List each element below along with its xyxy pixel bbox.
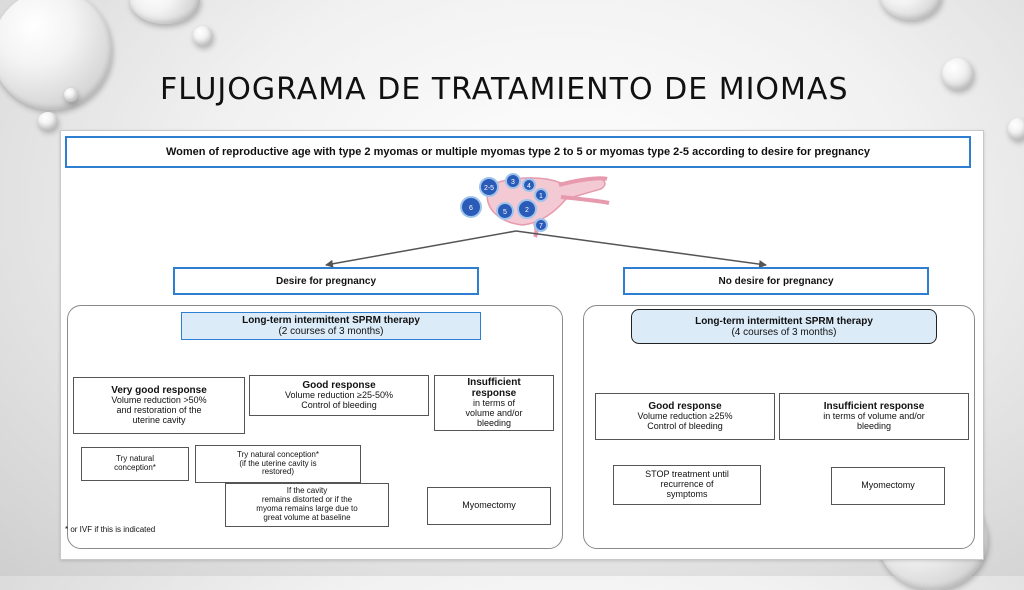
desire-insufficient-line4: volume and/or [465, 408, 523, 419]
distorted-line4: great volume at baseline [263, 512, 351, 522]
distorted-line2: remains distorted or if the [261, 495, 353, 505]
flowchart-figure: 2-5 3 4 1 6 2 5 7 Women of reproductive … [60, 130, 984, 560]
branch-no-desire-label: No desire for pregnancy [718, 275, 834, 287]
myoma-label: 4 [527, 183, 531, 190]
no-desire-good-line1: Volume reduction ≥25% [637, 411, 733, 422]
no-desire-insufficient-response-box: Insufficient response in terms of volume… [779, 393, 969, 440]
water-drop-decoration [942, 58, 974, 90]
water-drop-decoration [64, 88, 78, 102]
water-drop-decoration [193, 26, 213, 46]
distorted-line3: myoma remains large due to [256, 504, 358, 513]
myoma-label: 3 [511, 179, 515, 186]
no-desire-sprm-therapy-box: Long-term intermittent SPRM therapy (4 c… [631, 309, 937, 344]
myoma-label: 2 [525, 207, 529, 214]
slide-title: FLUJOGRAMA DE TRATAMIENTO DE MIOMAS [160, 72, 849, 107]
water-drop-decoration [880, 0, 942, 20]
try-natural-restored-line2: (if the uterine cavity is [239, 458, 317, 468]
footnote: * or IVF if this is indicated [65, 525, 156, 534]
try-natural-conception-box: Try natural conception* [81, 447, 189, 481]
myoma-label: 7 [539, 223, 543, 230]
desire-myomectomy-label: Myomectomy [462, 500, 516, 511]
no-desire-good-line2: Control of bleeding [647, 421, 723, 431]
try-natural-restored-line1: Try natural conception* [237, 449, 319, 459]
desire-therapy-line2: (2 courses of 3 months) [278, 326, 384, 337]
water-drop-decoration [38, 112, 58, 130]
flowchart-header: Women of reproductive age with type 2 my… [65, 136, 971, 168]
no-desire-insufficient-line2: bleeding [856, 421, 892, 431]
myoma-label: 2-5 [484, 185, 494, 192]
try-natural-line1: Try natural [116, 454, 154, 464]
desire-insufficient-line5: bleeding [476, 417, 512, 428]
distorted-line1: If the cavity [286, 486, 328, 496]
no-desire-myomectomy-box: Myomectomy [831, 467, 945, 505]
desire-therapy-line1: Long-term intermittent SPRM therapy [242, 315, 420, 326]
desire-myomectomy-box: Myomectomy [427, 487, 551, 525]
uterus-illustration: 2-5 3 4 1 6 2 5 7 [460, 173, 610, 238]
branch-desire-label: Desire for pregnancy [275, 275, 377, 287]
stop-treatment-box: STOP treatment until recurrence of sympt… [613, 465, 761, 505]
no-desire-good-title: Good response [648, 401, 722, 413]
water-drop-decoration [0, 0, 112, 110]
myoma-label: 6 [469, 205, 473, 212]
header-text: Women of reproductive age with type 2 my… [166, 145, 870, 158]
desire-good-line2: Control of bleeding [301, 400, 377, 410]
no-desire-therapy-line2: (4 courses of 3 months) [731, 326, 837, 338]
desire-good-title: Good response [302, 380, 376, 392]
water-drop-decoration [1008, 118, 1024, 140]
stop-line2: recurrence of [660, 479, 714, 490]
very-good-line2: and restoration of the [116, 405, 202, 416]
branch-desire-pregnancy: Desire for pregnancy [173, 267, 479, 295]
try-natural-conception-restored-box: Try natural conception* (if the uterine … [195, 445, 361, 483]
desire-insufficient-line3: in terms of [472, 398, 515, 409]
no-desire-insufficient-title: Insufficient response [823, 401, 925, 413]
desire-insufficient-line2: response [471, 388, 517, 400]
no-desire-good-response-box: Good response Volume reduction ≥25% Cont… [595, 393, 775, 440]
no-desire-therapy-line1: Long-term intermittent SPRM therapy [695, 315, 873, 327]
stop-line1: STOP treatment until [645, 469, 729, 480]
desire-insufficient-line1: Insufficient [467, 377, 521, 389]
try-natural-line2: conception* [114, 463, 156, 472]
very-good-title: Very good response [111, 385, 207, 397]
very-good-line3: uterine cavity [132, 414, 186, 425]
branch-no-desire-pregnancy: No desire for pregnancy [623, 267, 929, 295]
very-good-line1: Volume reduction >50% [111, 395, 207, 406]
no-desire-insufficient-line1: in terms of volume and/or [823, 411, 925, 422]
desire-good-line1: Volume reduction ≥25-50% [284, 390, 393, 401]
desire-sprm-therapy-box: Long-term intermittent SPRM therapy (2 c… [181, 312, 481, 340]
myoma-label: 1 [539, 193, 543, 200]
stop-line3: symptoms [666, 488, 708, 499]
desire-good-response-box: Good response Volume reduction ≥25-50% C… [249, 375, 429, 416]
water-drop-decoration [130, 0, 200, 24]
desire-insufficient-response-box: Insufficient response in terms of volume… [434, 375, 554, 431]
myoma-label: 5 [503, 209, 507, 216]
no-desire-myomectomy-label: Myomectomy [861, 480, 915, 491]
cavity-distorted-box: If the cavity remains distorted or if th… [225, 483, 389, 527]
very-good-response-box: Very good response Volume reduction >50%… [73, 377, 245, 434]
try-natural-restored-line3: restored) [261, 467, 294, 477]
